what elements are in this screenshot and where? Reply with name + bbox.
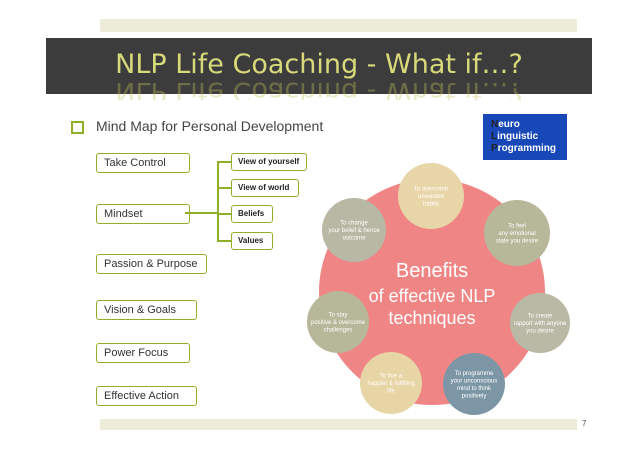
connector-line bbox=[217, 161, 219, 241]
benefit-circle bbox=[510, 293, 570, 353]
branch-view-of-world: View of world bbox=[231, 179, 299, 197]
benefit-label: To programme bbox=[455, 371, 494, 377]
benefit-circle bbox=[398, 163, 464, 229]
bottom-decor-bar bbox=[100, 419, 577, 430]
benefit-label: state you desire bbox=[496, 239, 539, 245]
slide-subtitle: Mind Map for Personal Development bbox=[96, 118, 324, 134]
slide-title-reflection: NLP Life Coaching - What if…? bbox=[115, 82, 523, 100]
nlp-logo: Neuro Linguistic Programming bbox=[483, 114, 567, 160]
benefit-label: To live a bbox=[380, 374, 403, 380]
benefit-label: you desire bbox=[526, 329, 554, 335]
benefits-title-line: of effective NLP bbox=[369, 286, 496, 306]
benefit-circle bbox=[360, 352, 422, 414]
mindmap-item-take-control: Take Control bbox=[96, 153, 190, 173]
benefit-label: To feel bbox=[508, 224, 526, 230]
logo-line-1: Neuro bbox=[491, 119, 520, 130]
slide-title: NLP Life Coaching - What if…? bbox=[115, 49, 523, 80]
benefit-circle bbox=[484, 200, 550, 266]
mindmap-item-mindset: Mindset bbox=[96, 204, 190, 224]
benefit-label: mind to think bbox=[457, 386, 492, 392]
benefit-label: any emotional bbox=[498, 231, 535, 237]
benefit-circle bbox=[443, 353, 505, 415]
connector-line bbox=[217, 187, 231, 189]
logo-line-2: Linguistic bbox=[491, 131, 539, 142]
benefits-title-line: techniques bbox=[388, 308, 475, 328]
mindmap-item-effective-action: Effective Action bbox=[96, 386, 197, 406]
benefit-label: To change bbox=[340, 221, 368, 227]
connector-line bbox=[217, 213, 231, 215]
logo-line-3: Programming bbox=[491, 143, 557, 154]
benefit-label: your unconscious bbox=[451, 378, 498, 384]
benefit-label: positive & overcome bbox=[311, 320, 366, 326]
connector-line bbox=[217, 240, 231, 242]
connector-line bbox=[217, 161, 231, 163]
benefits-title-line: Benefits bbox=[396, 260, 468, 282]
benefit-label: life bbox=[387, 389, 395, 395]
benefit-label: unwanted bbox=[418, 194, 444, 200]
benefit-circle bbox=[322, 198, 386, 262]
page-number: 7 bbox=[582, 419, 587, 428]
mindmap-item-vision-goals: Vision & Goals bbox=[96, 300, 197, 320]
benefit-label: your belief & hence bbox=[328, 228, 380, 234]
benefit-label: outcome bbox=[342, 236, 366, 242]
benefit-label: To overcome bbox=[414, 187, 449, 193]
branch-view-of-yourself: View of yourself bbox=[231, 153, 307, 171]
benefit-label: To create bbox=[528, 314, 553, 320]
benefit-label: To stay bbox=[328, 313, 347, 319]
benefit-circle bbox=[307, 291, 369, 353]
connector-line bbox=[185, 212, 218, 214]
benefit-label: rapport with anyone bbox=[514, 321, 567, 327]
title-banner: NLP Life Coaching - What if…? bbox=[46, 38, 592, 94]
top-decor-bar bbox=[100, 19, 577, 32]
mindmap-item-passion-purpose: Passion & Purpose bbox=[96, 254, 207, 274]
benefit-label: happier & fulfilling bbox=[367, 381, 414, 387]
branch-values: Values bbox=[231, 232, 273, 250]
benefit-label: habits bbox=[423, 202, 439, 208]
benefit-label: challenges bbox=[324, 328, 353, 334]
branch-beliefs: Beliefs bbox=[231, 205, 273, 223]
mindmap-item-power-focus: Power Focus bbox=[96, 343, 190, 363]
benefit-label: positively bbox=[462, 393, 487, 399]
bullet-square-icon bbox=[71, 121, 84, 134]
